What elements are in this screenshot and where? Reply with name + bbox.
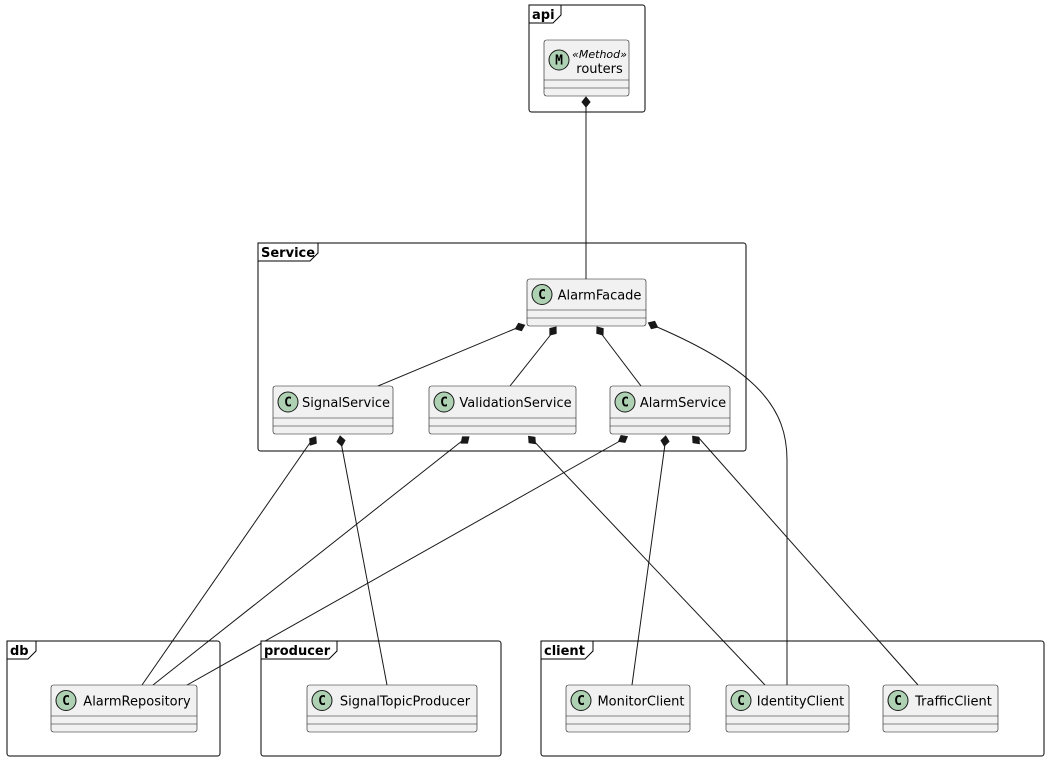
class-name: SignalService — [302, 396, 390, 411]
class-alarm-repository: C AlarmRepository — [50, 684, 198, 733]
class-kind-letter: C — [894, 694, 902, 709]
method-icon — [548, 49, 570, 71]
composition-alarm-facade-validation-service-line — [509, 327, 557, 387]
package-api: api — [528, 4, 646, 113]
package-label: Service — [261, 246, 315, 261]
package-frame — [6, 640, 221, 757]
class-alarm-service: C AlarmService — [609, 385, 731, 435]
class-kind-letter: M — [555, 54, 563, 69]
class-name: AlarmFacade — [558, 289, 642, 304]
composition-alarm-service-traffic-client-line — [697, 436, 919, 686]
class-icon — [614, 391, 636, 413]
composition-alarm-service-monitor-client-line — [631, 436, 667, 686]
class-signal-topic-producer: C SignalTopicProducer — [306, 684, 478, 733]
class-name: AlarmService — [640, 396, 726, 411]
class-signal-service: C SignalService — [272, 385, 394, 435]
composition-diamond-icon — [660, 435, 670, 447]
class-box — [882, 684, 999, 733]
class-icon — [55, 690, 77, 711]
package-label: producer — [264, 644, 331, 659]
class-box — [526, 278, 647, 327]
package-label: client — [544, 644, 585, 659]
composition-diamond-icon — [460, 436, 470, 444]
composition-alarm-service-alarm-repository-line — [156, 436, 628, 703]
class-alarm-facade: C AlarmFacade — [526, 278, 647, 327]
package-frame — [260, 640, 502, 757]
class-kind-letter: C — [577, 694, 585, 709]
composition-diamond-icon — [528, 435, 536, 445]
class-box — [50, 684, 198, 733]
class-name: TrafficClient — [914, 695, 992, 710]
package-label: db — [10, 644, 29, 659]
composition-alarm-facade-signal-service-line — [377, 324, 525, 387]
class-kind-letter: C — [621, 396, 629, 411]
package-client: client — [540, 640, 1045, 757]
class-kind-letter: C — [318, 694, 326, 709]
class-name: IdentityClient — [757, 695, 844, 710]
class-icon — [277, 391, 299, 413]
class-box — [272, 385, 394, 435]
class-name: AlarmRepository — [83, 695, 191, 710]
package-db: db — [6, 640, 221, 757]
class-box — [725, 684, 850, 733]
class-identity-client: C IdentityClient — [725, 684, 850, 733]
package-tab — [540, 640, 594, 660]
package-tab — [528, 4, 562, 24]
composition-diamond-icon — [336, 435, 346, 447]
relations-layer — [141, 98, 919, 703]
package-tab — [257, 242, 319, 262]
class-routers: M «Method»routers — [543, 39, 630, 97]
class-box — [609, 385, 731, 435]
composition-diamond-icon — [309, 436, 317, 446]
package-producer: producer — [260, 640, 502, 757]
composition-validation-service-identity-client-line — [529, 436, 766, 686]
composition-signal-service-signal-topic-producer-line — [339, 436, 388, 686]
class-icon — [887, 690, 909, 711]
package-tab — [6, 640, 37, 660]
class-monitor-client: C MonitorClient — [565, 684, 691, 733]
composition-validation-service-alarm-repository-line — [152, 436, 468, 686]
class-icon — [311, 690, 333, 711]
class-stereotype: «Method» — [572, 48, 627, 61]
class-validation-service: C ValidationService — [428, 385, 577, 435]
class-icon — [531, 284, 553, 305]
composition-diamond-icon — [581, 96, 591, 108]
class-kind-letter: C — [284, 396, 292, 411]
composition-diamond-icon — [692, 435, 700, 445]
composition-diamond-icon — [647, 320, 659, 330]
package-service: Service — [257, 242, 747, 452]
composition-diamond-icon — [514, 322, 526, 332]
composition-diamond-icon — [617, 434, 629, 444]
composition-alarm-facade-identity-client-line — [649, 323, 788, 685]
class-traffic-client: C TrafficClient — [882, 684, 999, 733]
composition-diamond-icon — [549, 326, 557, 336]
class-kind-letter: C — [737, 694, 745, 709]
package-frame — [257, 242, 747, 452]
package-frame — [528, 4, 646, 113]
class-icon — [433, 391, 455, 413]
diamonds-layer — [309, 96, 700, 447]
composition-alarm-facade-alarm-service-line — [596, 327, 642, 387]
package-frame — [540, 640, 1045, 757]
class-box — [306, 684, 478, 733]
class-icon — [570, 690, 592, 711]
class-kind-letter: C — [440, 396, 448, 411]
class-name: routers — [576, 62, 623, 77]
composition-diamond-icon — [596, 326, 604, 336]
class-name: SignalTopicProducer — [340, 695, 471, 710]
class-box — [428, 385, 577, 435]
package-label: api — [532, 8, 555, 23]
class-name: ValidationService — [459, 396, 571, 411]
composition-signal-service-alarm-repository-line — [141, 436, 315, 686]
class-box — [565, 684, 691, 733]
class-kind-letter: C — [538, 288, 546, 303]
class-kind-letter: C — [62, 694, 70, 709]
class-name: MonitorClient — [597, 695, 684, 710]
class-icon — [730, 690, 752, 711]
package-tab — [260, 640, 338, 660]
